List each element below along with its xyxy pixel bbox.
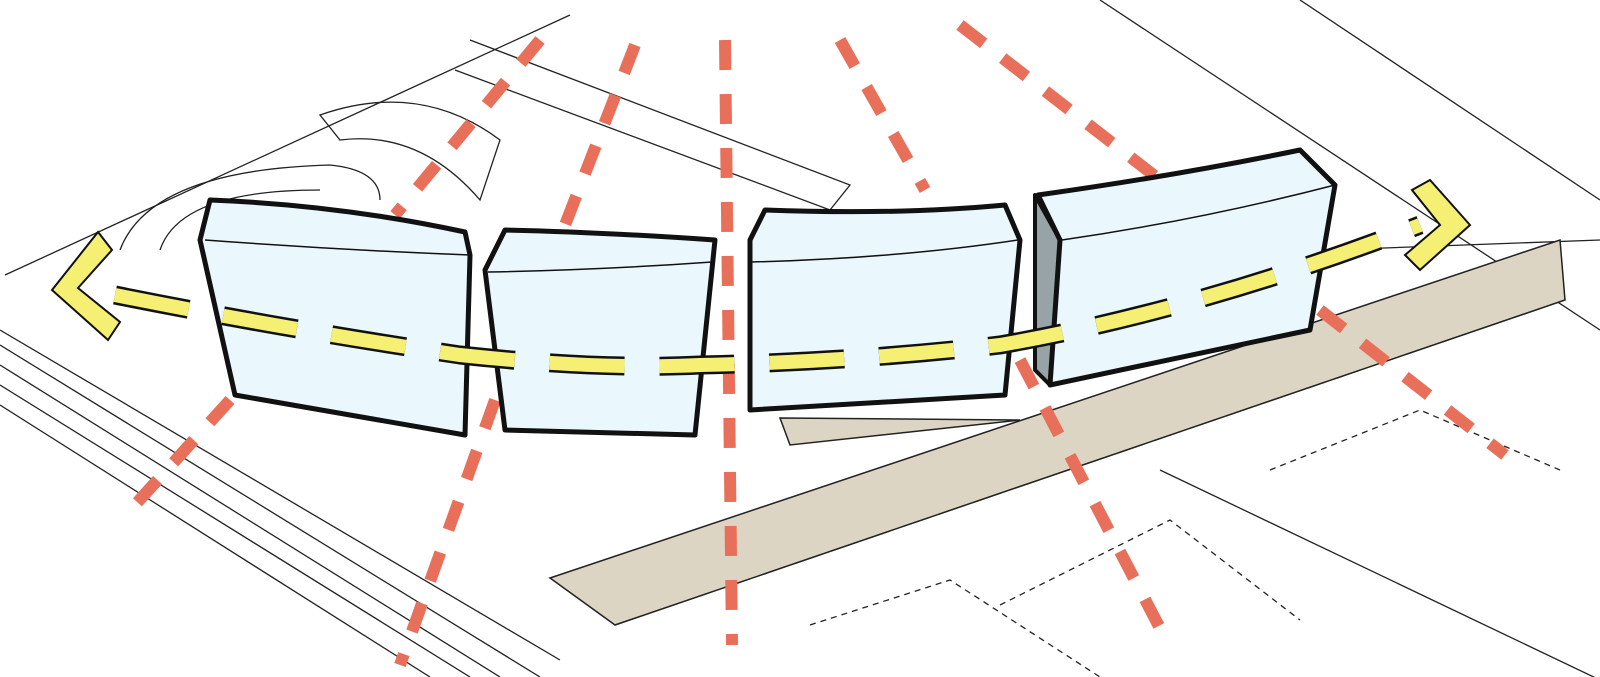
building-3 — [747, 202, 1023, 413]
view-corridor — [834, 37, 931, 193]
movement-axis — [50, 178, 1472, 376]
view-corridors — [130, 20, 1509, 668]
view-corridor — [719, 39, 738, 646]
view-corridor — [394, 397, 501, 668]
arrow-left-icon — [50, 230, 122, 342]
building-2 — [482, 227, 718, 438]
view-corridor — [1316, 305, 1509, 460]
view-corridor — [956, 20, 1164, 185]
view-corridor — [559, 42, 641, 228]
view-corridor — [130, 395, 235, 510]
building-1 — [197, 197, 473, 438]
arrow-right-icon — [1403, 178, 1472, 272]
view-corridor — [390, 36, 545, 219]
